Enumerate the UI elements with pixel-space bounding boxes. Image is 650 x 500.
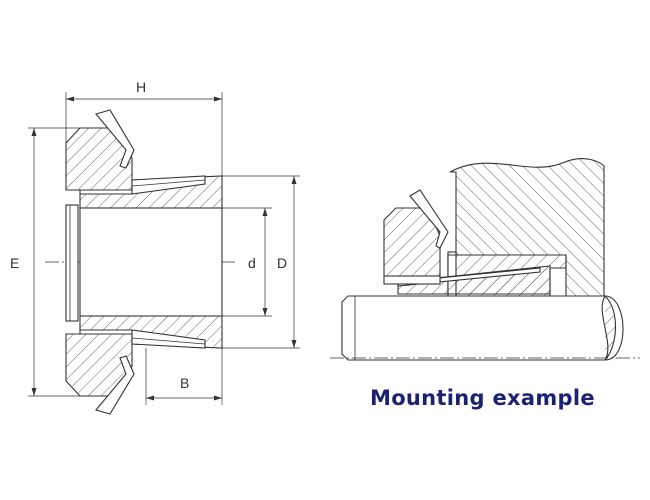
mount-lock-washer bbox=[409, 189, 449, 249]
sleeve-thread-bottom bbox=[79, 329, 133, 335]
mounting-example bbox=[330, 158, 640, 361]
lock-washer-bottom bbox=[95, 355, 135, 415]
dim-label-H: H bbox=[136, 79, 146, 95]
sleeve-bore bbox=[79, 207, 223, 317]
shaft bbox=[341, 295, 624, 361]
washer-flange bbox=[65, 204, 79, 322]
dim-label-B: B bbox=[180, 375, 189, 391]
dimension-arrows bbox=[31, 96, 297, 401]
section-view bbox=[28, 92, 300, 415]
dim-label-E: E bbox=[10, 255, 19, 271]
dim-label-d: d bbox=[248, 255, 256, 271]
sleeve-thread-top bbox=[79, 189, 133, 195]
dim-label-D: D bbox=[277, 255, 287, 271]
lock-washer-top bbox=[95, 109, 135, 169]
mounting-example-caption: Mounting example bbox=[370, 386, 595, 410]
